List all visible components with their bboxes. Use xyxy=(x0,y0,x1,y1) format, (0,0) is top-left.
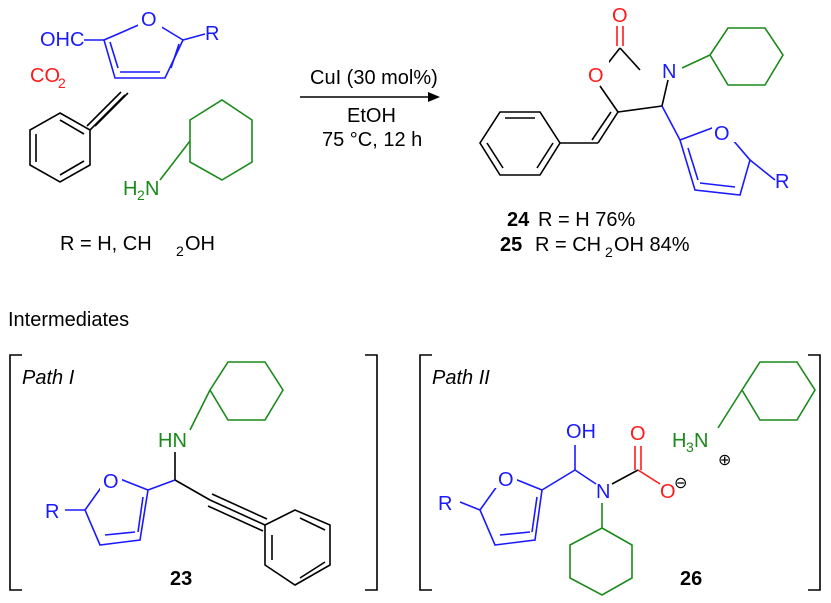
svg-text:OH: OH xyxy=(566,421,596,443)
co2-reactant: CO 2 xyxy=(30,65,66,91)
svg-text:CO: CO xyxy=(30,65,60,87)
svg-text:N: N xyxy=(145,178,159,200)
svg-text:O: O xyxy=(630,423,646,445)
svg-text:R = H 76%: R = H 76% xyxy=(538,209,635,231)
r-label: R xyxy=(205,23,219,45)
svg-text:R: R xyxy=(438,493,452,515)
svg-text:2: 2 xyxy=(137,187,145,203)
svg-text:N: N xyxy=(662,61,676,83)
furfural-reactant: OHC O R xyxy=(40,6,219,79)
r-definition: R = H, CH 2 OH xyxy=(60,233,215,259)
svg-text:2: 2 xyxy=(605,244,613,260)
svg-text:3: 3 xyxy=(686,439,694,455)
temp-time-label: 75 °C, 12 h xyxy=(322,129,422,151)
compound-26-number: 26 xyxy=(680,568,702,590)
product-yields: 24 R = H 76% 25 R = CH 2 OH 84% xyxy=(500,209,690,260)
svg-text:R: R xyxy=(775,171,789,193)
path-1-panel: Path I HN O R 23 xyxy=(9,354,378,591)
svg-text:H: H xyxy=(672,430,686,452)
path-2-panel: Path II H 3 N ⊕ OH N O O ⊖ O R 26 xyxy=(419,354,821,596)
oxazolidinone-product: O O N O R xyxy=(479,5,789,196)
intermediates-heading: Intermediates xyxy=(8,309,129,331)
svg-text:R = CH: R = CH xyxy=(535,234,601,256)
svg-text:2: 2 xyxy=(176,243,184,259)
svg-text:R: R xyxy=(45,501,59,523)
svg-text:⊕: ⊕ xyxy=(718,452,731,469)
svg-text:N: N xyxy=(596,481,610,503)
phenylacetylene-reactant xyxy=(29,91,129,183)
compound-24-number: 24 xyxy=(507,209,530,231)
reaction-arrow xyxy=(300,92,440,102)
svg-text:OH 84%: OH 84% xyxy=(614,234,690,256)
svg-text:⊖: ⊖ xyxy=(674,475,687,492)
svg-text:O: O xyxy=(498,469,514,491)
svg-text:HN: HN xyxy=(158,430,187,452)
path-1-label: Path I xyxy=(22,367,75,389)
svg-text:H: H xyxy=(123,178,137,200)
svg-text:N: N xyxy=(694,430,708,452)
svg-text:O: O xyxy=(612,5,628,27)
svg-text:OH: OH xyxy=(185,233,215,255)
svg-text:O: O xyxy=(103,471,119,493)
path-2-label: Path II xyxy=(432,367,490,389)
svg-text:2: 2 xyxy=(58,75,66,91)
furan-o-label: O xyxy=(141,9,157,31)
cho-label: OHC xyxy=(40,29,84,51)
catalyst-label: CuI (30 mol%) xyxy=(310,67,438,89)
solvent-label: EtOH xyxy=(347,105,396,127)
cyclohexylamine-reactant: H 2 N xyxy=(123,99,253,203)
svg-text:O: O xyxy=(714,123,730,145)
svg-text:R = H, CH: R = H, CH xyxy=(60,233,152,255)
svg-text:O: O xyxy=(660,481,676,503)
compound-25-number: 25 xyxy=(500,234,522,256)
svg-text:O: O xyxy=(588,65,604,87)
compound-23-number: 23 xyxy=(170,568,192,590)
